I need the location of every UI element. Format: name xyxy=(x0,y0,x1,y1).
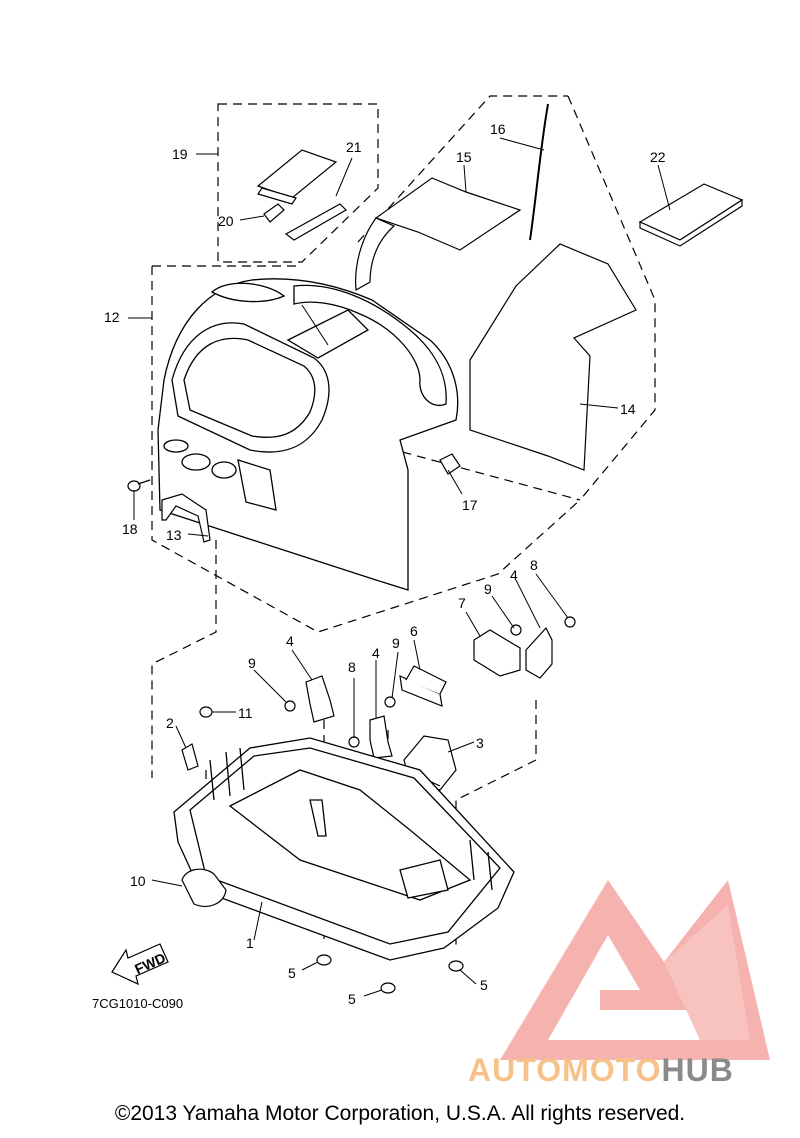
callout-5b: 5 xyxy=(348,991,356,1007)
callout-labels: 19 21 20 15 16 22 12 14 17 18 13 8 4 9 7… xyxy=(104,121,666,1007)
callout-4a: 4 xyxy=(510,567,518,583)
copyright-text: ©2013 Yamaha Motor Corporation, U.S.A. A… xyxy=(114,1102,686,1125)
callout-2: 2 xyxy=(166,715,174,731)
part-8-9-bolts xyxy=(284,616,576,748)
part-11-screw xyxy=(199,706,213,718)
part-7-module xyxy=(473,629,521,677)
callout-20: 20 xyxy=(218,213,234,229)
part-10-cap xyxy=(181,868,227,907)
callout-18: 18 xyxy=(122,521,138,537)
brand-part1: AUTOMOTO xyxy=(468,1052,662,1088)
fwd-arrow xyxy=(111,943,169,986)
callout-5c: 5 xyxy=(480,977,488,993)
part-1-bottom-cowling xyxy=(173,737,515,961)
callout-9b: 9 xyxy=(248,655,256,671)
callout-19: 19 xyxy=(172,146,188,162)
part-13-bracket xyxy=(161,493,211,543)
callout-8b: 8 xyxy=(348,659,356,675)
callout-4c: 4 xyxy=(372,645,380,661)
callout-13: 13 xyxy=(166,527,182,543)
part-5-grommets xyxy=(316,954,464,994)
brand-part2: HUB xyxy=(661,1052,734,1088)
callout-1: 1 xyxy=(246,935,254,951)
callout-22: 22 xyxy=(650,149,666,165)
automotohub-logo xyxy=(500,880,770,1060)
callout-3: 3 xyxy=(476,735,484,751)
part-18-screw xyxy=(127,479,151,492)
callout-16: 16 xyxy=(490,121,506,137)
callout-8a: 8 xyxy=(530,557,538,573)
part-14-side-panel xyxy=(469,243,637,471)
part-15-panel xyxy=(355,177,522,291)
callout-7: 7 xyxy=(458,595,466,611)
part-16-rod xyxy=(529,103,549,241)
callout-9c: 9 xyxy=(392,635,400,651)
part-22-pad xyxy=(638,183,744,247)
callout-14: 14 xyxy=(620,401,636,417)
leader-lines xyxy=(128,137,671,997)
callout-15: 15 xyxy=(456,149,472,165)
callout-4b: 4 xyxy=(286,633,294,649)
part-code: 7CG1010-C090 xyxy=(92,996,184,1011)
callout-12: 12 xyxy=(104,309,120,325)
part-19-21-lid-assembly xyxy=(256,149,347,241)
part-17-clip xyxy=(439,453,461,475)
callout-6: 6 xyxy=(410,623,418,639)
callout-5a: 5 xyxy=(288,965,296,981)
part-4-brackets xyxy=(305,626,553,759)
callout-10: 10 xyxy=(130,873,146,889)
automotohub-wordmark: AUTOMOTOHUB xyxy=(468,1052,734,1089)
part-6-guide xyxy=(399,665,447,707)
callout-9a: 9 xyxy=(484,581,492,597)
part-2-clamp xyxy=(181,743,199,771)
callout-17: 17 xyxy=(462,497,478,513)
callout-11: 11 xyxy=(238,705,253,721)
part-12-main-cover xyxy=(157,278,459,591)
callout-21: 21 xyxy=(346,139,362,155)
